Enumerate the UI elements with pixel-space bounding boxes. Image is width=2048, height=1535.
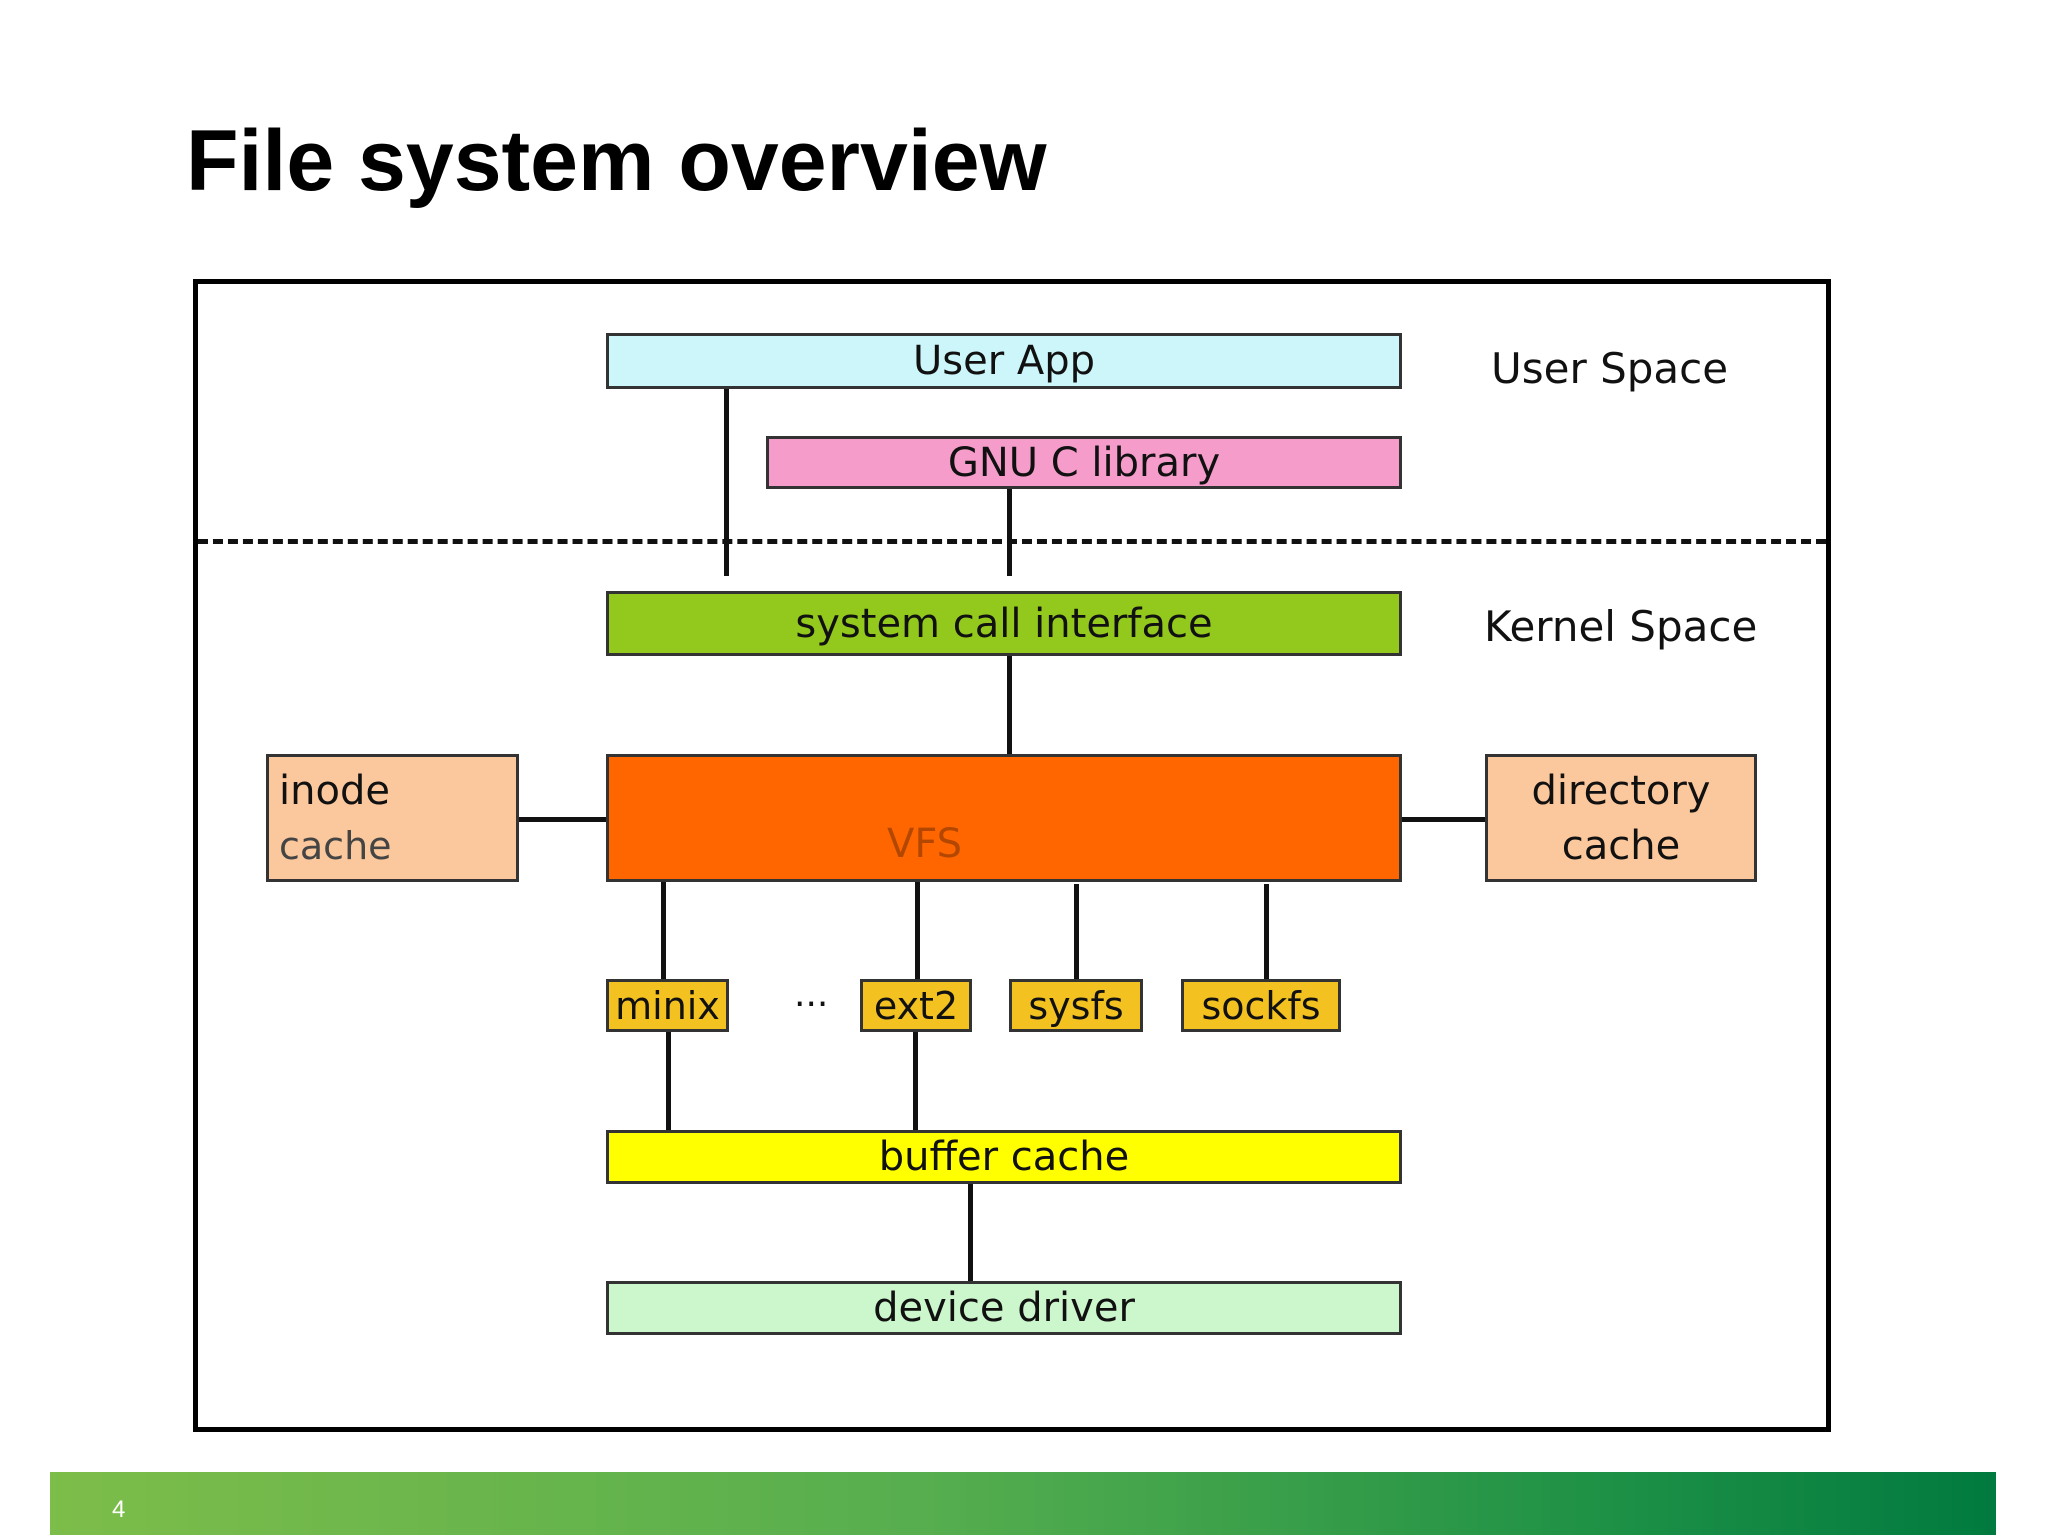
footer-bar — [50, 1472, 1996, 1535]
user-space-label: User Space — [1491, 344, 1729, 393]
directory-cache-box: directory cache — [1485, 754, 1757, 882]
more-filesystems-ellipsis: ... — [794, 974, 829, 1015]
connector-vfs-minix — [661, 879, 666, 979]
page-number: 4 — [112, 1496, 126, 1523]
connector-ext2-buffer — [913, 1029, 918, 1134]
directory-cache-label-line1: directory — [1531, 767, 1711, 814]
connector-vfs-sysfs — [1074, 884, 1079, 979]
user-kernel-separator — [198, 539, 1826, 544]
vfs-label: VFS — [887, 821, 963, 867]
connector-vfs-dircache — [1398, 817, 1486, 822]
device-driver-box: device driver — [606, 1281, 1402, 1335]
connector-minix-buffer — [666, 1029, 671, 1134]
inode-cache-label-line1: inode — [279, 768, 390, 814]
vfs-box: VFS — [606, 754, 1402, 882]
sockfs-box: sockfs — [1181, 979, 1341, 1032]
user-app-box: User App — [606, 333, 1402, 389]
connector-userapp-syscall — [724, 384, 729, 576]
sysfs-box: sysfs — [1009, 979, 1143, 1032]
system-call-interface-box: system call interface — [606, 591, 1402, 656]
minix-box: minix — [606, 979, 729, 1032]
slide-title: File system overview — [186, 113, 1047, 209]
connector-vfs-ext2 — [915, 879, 920, 979]
inode-cache-label-line2: cache — [279, 824, 392, 868]
kernel-space-label: Kernel Space — [1484, 602, 1758, 651]
gnu-c-library-box: GNU C library — [766, 436, 1402, 489]
connector-buffer-driver — [968, 1184, 973, 1289]
buffer-cache-box: buffer cache — [606, 1130, 1402, 1184]
connector-syscall-vfs — [1007, 656, 1012, 756]
connector-vfs-sockfs — [1264, 884, 1269, 979]
connector-glibc-syscall — [1007, 484, 1012, 576]
diagram-frame: User Space Kernel Space User App GNU C l… — [193, 279, 1831, 1432]
inode-cache-box: inode cache — [266, 754, 519, 882]
directory-cache-label-line2: cache — [1561, 822, 1681, 869]
ext2-box: ext2 — [860, 979, 972, 1032]
connector-inode-vfs — [518, 817, 608, 822]
